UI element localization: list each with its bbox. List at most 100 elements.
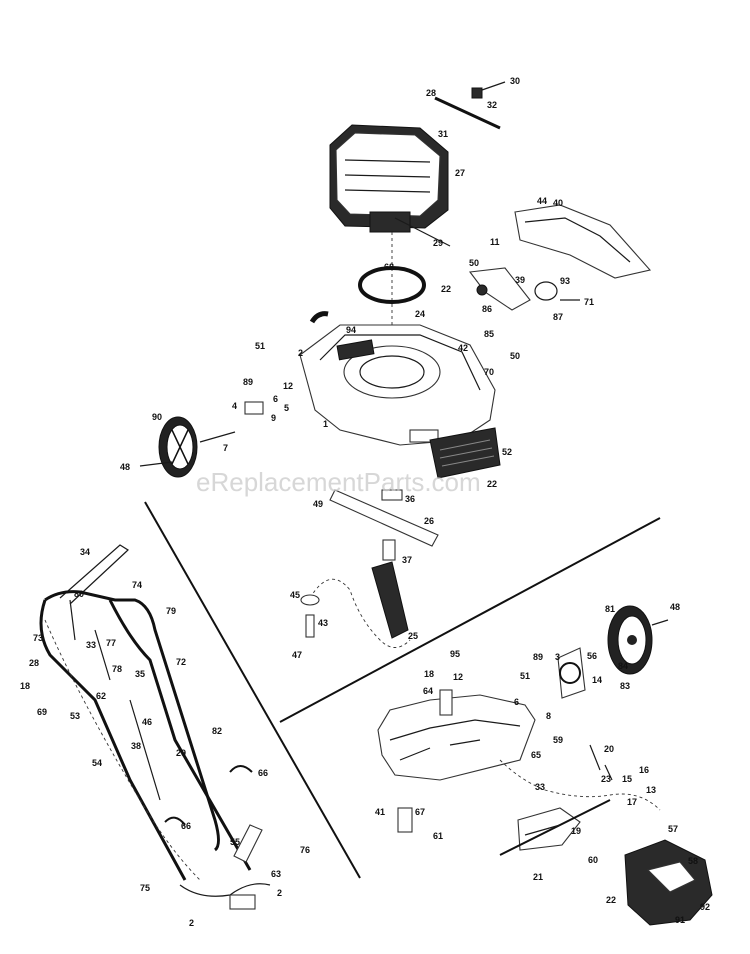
handle-assembly: [39, 544, 271, 910]
part-callout: 73: [33, 633, 43, 643]
blade: [329, 489, 439, 547]
part-callout: 23: [601, 774, 611, 784]
part-callout: 11: [490, 237, 500, 247]
control-cable: [300, 578, 411, 648]
part-callout: 55: [230, 837, 240, 847]
part-callout: 22: [487, 479, 497, 489]
part-callout: 91: [675, 915, 685, 925]
part-callout: 18: [424, 669, 434, 679]
divider-line-left: [144, 501, 361, 879]
part-callout: 21: [533, 872, 543, 882]
part-callout: 7: [223, 443, 228, 453]
part-callout: 15: [622, 774, 632, 784]
part-callout: 57: [668, 824, 678, 834]
part-callout: 38: [131, 741, 141, 751]
part-callout: 49: [313, 499, 323, 509]
part-callout: 69: [37, 707, 47, 717]
part-callout: 77: [106, 638, 116, 648]
part-callout: 14: [592, 675, 602, 685]
rear-flap: [429, 427, 501, 479]
part-callout: 40: [553, 198, 563, 208]
drive-gearbox: [499, 799, 611, 856]
part-callout: 85: [484, 329, 494, 339]
part-callout: 33: [535, 782, 545, 792]
part-callout: 16: [639, 765, 649, 775]
part-callout: 17: [627, 797, 637, 807]
part-callout: 31: [438, 129, 448, 139]
part-callout: 51: [520, 671, 530, 681]
part-callout: 80: [74, 589, 84, 599]
part-callout: 13: [646, 785, 656, 795]
part-callout: 62: [96, 691, 106, 701]
part-callout: 61: [433, 831, 443, 841]
part-callout: 8: [546, 711, 551, 721]
part-callout: 27: [455, 168, 465, 178]
part-callout: 34: [80, 547, 90, 557]
part-callout: 33: [86, 640, 96, 650]
drive-cover: [624, 839, 713, 926]
part-callout: 63: [271, 869, 281, 879]
part-callout: 30: [510, 76, 520, 86]
part-callout: 18: [20, 681, 30, 691]
part-callout: 25: [408, 631, 418, 641]
part-callout: 89: [533, 652, 543, 662]
part-callout: 66: [258, 768, 268, 778]
part-callout: 12: [453, 672, 463, 682]
part-callout: 72: [176, 657, 186, 667]
part-callout: 6: [514, 697, 519, 707]
part-callout: 84: [618, 661, 628, 671]
part-callout: 45: [290, 590, 300, 600]
part-callout: 79: [166, 606, 176, 616]
part-callout: 68: [384, 262, 394, 272]
rear-hub: [557, 647, 586, 699]
part-callout: 2: [277, 888, 282, 898]
part-callout: 56: [587, 651, 597, 661]
part-callout: 5: [284, 403, 289, 413]
part-callout: 28: [426, 88, 436, 98]
part-callout: 44: [537, 196, 547, 206]
part-callout: 93: [560, 276, 570, 286]
part-callout: 29: [176, 748, 186, 758]
part-callout: 24: [415, 309, 425, 319]
part-callout: 12: [283, 381, 293, 391]
front-wheel: [139, 401, 264, 478]
part-callout: 4: [232, 401, 237, 411]
part-callout: 87: [553, 312, 563, 322]
callouts: 30 28 32 31 27 44 40 29 11 68 50 39 93 2…: [20, 76, 710, 928]
part-callout: 75: [140, 883, 150, 893]
part-callout: 46: [142, 717, 152, 727]
part-callout: 82: [212, 726, 222, 736]
part-callout: 64: [423, 686, 433, 696]
part-callout: 81: [605, 604, 615, 614]
part-callout: 20: [604, 744, 614, 754]
engine: [329, 124, 449, 420]
part-callout: 2: [298, 348, 303, 358]
wheel-bushing: [397, 807, 413, 833]
part-callout: 47: [292, 650, 302, 660]
part-callout: 86: [482, 304, 492, 314]
part-callout: 52: [502, 447, 512, 457]
engine-gasket-ring: [358, 266, 426, 304]
part-callout: 6: [273, 394, 278, 404]
part-callout: 26: [424, 516, 434, 526]
part-callout: 74: [132, 580, 142, 590]
part-callout: 22: [606, 895, 616, 905]
part-callout: 41: [375, 807, 385, 817]
part-callout: 89: [243, 377, 253, 387]
part-callout: 43: [318, 618, 328, 628]
rear-deck-section: [377, 689, 536, 781]
part-callout: 65: [531, 750, 541, 760]
part-callout: 50: [510, 351, 520, 361]
part-callout: 28: [29, 658, 39, 668]
part-callout: 71: [584, 297, 594, 307]
part-callout: 70: [484, 367, 494, 377]
part-callout: 22: [441, 284, 451, 294]
part-callout: 1: [323, 419, 328, 429]
part-callout: 78: [112, 664, 122, 674]
part-callout: 76: [300, 845, 310, 855]
drive-cable: [499, 744, 661, 811]
part-callout: 94: [346, 325, 356, 335]
part-callout: 83: [620, 681, 630, 691]
mower-deck: [299, 311, 496, 446]
